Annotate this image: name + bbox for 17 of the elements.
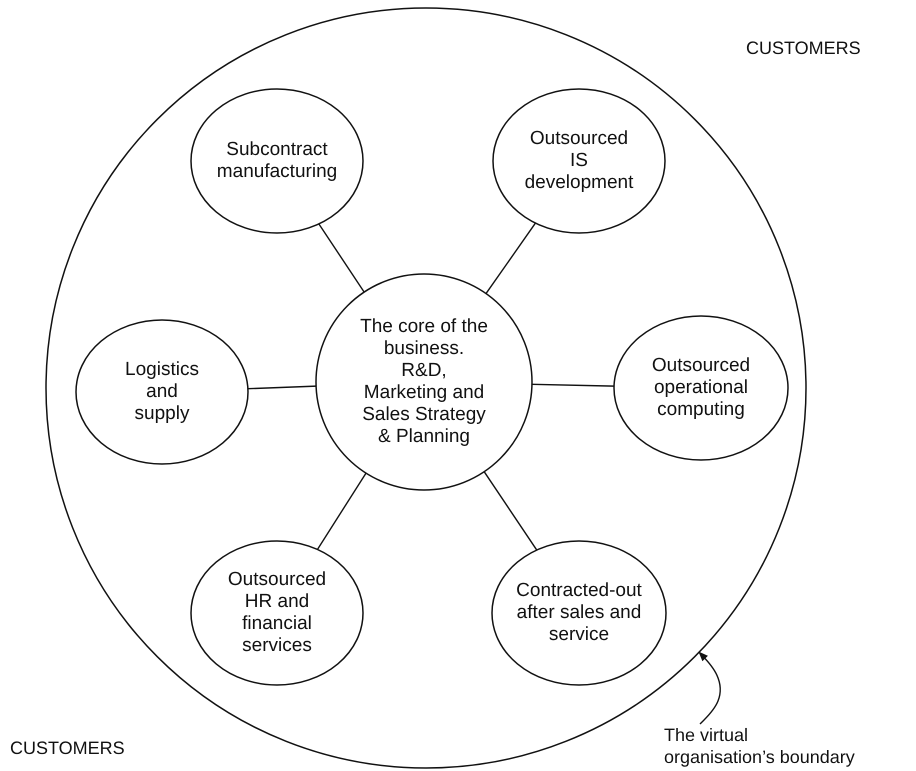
node-label: Outsourced operational computing: [650, 355, 752, 421]
customers-label: CUSTOMERS: [10, 738, 125, 759]
leader-arrow: [698, 652, 721, 724]
connector-line: [316, 472, 367, 550]
connector-line: [248, 385, 316, 390]
node-label: Outsourced HR and financial services: [226, 569, 328, 657]
connector-line: [318, 224, 365, 292]
connector-line: [485, 222, 536, 294]
callout-text: The virtual organisation’s boundary: [664, 724, 856, 768]
node-label: The core of the business. R&D, Marketing and Sales Strategy & Planning: [360, 316, 488, 448]
connector-line: [532, 384, 614, 387]
node-label: Contracted-out after sales and service: [515, 580, 643, 646]
customers-label: CUSTOMERS: [746, 38, 861, 59]
node-label: Logistics and supply: [124, 359, 200, 425]
node-label: Outsourced IS development: [524, 128, 634, 194]
connector-line: [484, 471, 538, 550]
node-label: Subcontract manufacturing: [216, 139, 338, 183]
